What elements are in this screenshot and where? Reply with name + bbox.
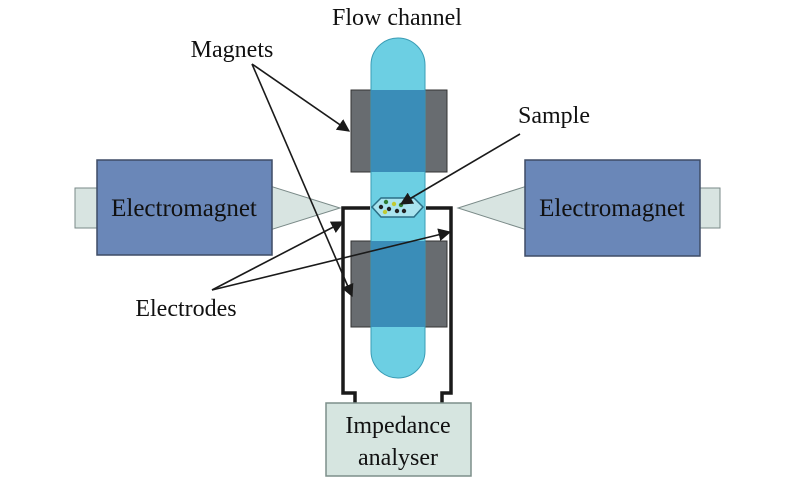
left-electromagnet: Electromagnet [74, 159, 342, 256]
magnets-label: Magnets [191, 37, 274, 63]
sample-particle [382, 209, 388, 215]
electrodes-arrow-right [211, 228, 452, 291]
sample-label: Sample [518, 103, 590, 129]
left-electromagnet-label: Electromagnet [111, 195, 257, 222]
sample-particle [386, 206, 392, 212]
leader-arrows [211, 63, 521, 298]
impedance-analyser-label-line1: Impedance [345, 413, 450, 439]
sample-arrow [399, 133, 521, 205]
right-electromagnet-label: Electromagnet [539, 195, 685, 222]
electrodes-label: Electrodes [135, 296, 236, 322]
sample-particle [383, 199, 389, 205]
right-electromagnet-body [524, 159, 701, 257]
flow-channel-label: Flow channel [332, 5, 462, 31]
sample-particle [394, 208, 400, 214]
lower-magnet-channel-overlap [371, 241, 425, 327]
right-pole-tip [456, 185, 528, 231]
electrodes-arrow-left [211, 221, 345, 291]
impedance-analyser: Impedance analyser [325, 402, 472, 477]
electrode-wiring [341, 206, 453, 404]
sample-particle [401, 208, 407, 214]
sample-particle [378, 204, 384, 210]
magnets-arrow-upper [251, 63, 351, 132]
left-electromagnet-body [96, 159, 273, 256]
left-pole-tip [269, 185, 342, 231]
left-electrode-wire [341, 206, 370, 404]
right-electromagnet-back-tip [697, 187, 721, 229]
impedance-analyser-label-line2: analyser [358, 445, 438, 471]
sample-particle [391, 201, 397, 207]
impedance-analyser-box [325, 402, 472, 477]
left-electromagnet-back-tip [74, 187, 100, 229]
magnets-arrow-lower [251, 63, 354, 298]
sample-chamber [370, 197, 425, 218]
right-electrode-wire [426, 206, 453, 404]
right-electromagnet: Electromagnet [456, 159, 721, 257]
upper-magnet-channel-overlap [371, 90, 425, 172]
